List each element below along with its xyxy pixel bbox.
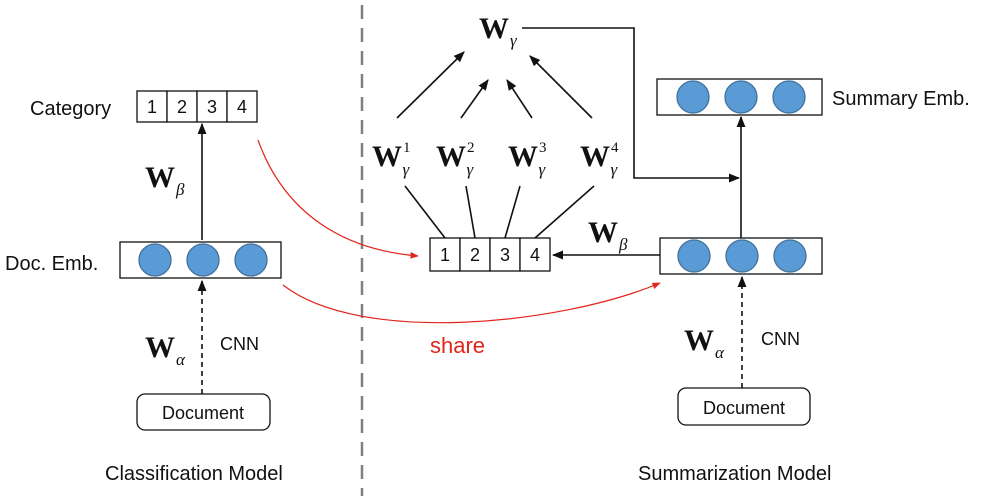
embedding-node	[725, 239, 759, 273]
category-cell-text: 3	[207, 97, 217, 117]
cnn-label-right: CNN	[761, 329, 800, 349]
embedding-node	[234, 243, 268, 277]
w-gamma-top: Wγ	[479, 12, 518, 50]
w-alpha-right: Wα	[684, 324, 725, 362]
share-arrow-embedding	[282, 282, 661, 324]
category-cell-text: 4	[530, 245, 540, 265]
category-vector-left: 1 2 3 4	[136, 90, 258, 123]
embedding-node	[677, 239, 711, 273]
embedding-node	[772, 80, 806, 114]
cnn-label-left: CNN	[220, 334, 259, 354]
classification-model-title: Classification Model	[105, 463, 283, 485]
expert1-to-wgamma-arrow	[396, 51, 465, 119]
embedding-node	[676, 80, 710, 114]
expert4-to-wgamma-arrow	[529, 55, 593, 119]
category-cell-text: 1	[147, 97, 157, 117]
embedding-node	[138, 243, 172, 277]
document-label-right: Document	[703, 398, 785, 418]
summary-emb-label: Summary Emb.	[832, 88, 970, 110]
cell3-to-expert3-line	[504, 185, 521, 239]
category-label: Category	[30, 98, 111, 120]
embedding-node	[724, 80, 758, 114]
w-alpha-left: Wα	[145, 331, 186, 369]
category-vector-middle: 1 2 3 4	[429, 237, 551, 272]
wgamma-to-summary-arrow	[522, 27, 741, 183]
category-cell	[136, 90, 168, 123]
category-cell	[166, 90, 198, 123]
expert3-to-wgamma-arrow	[506, 79, 533, 119]
category-cell-text: 2	[470, 245, 480, 265]
category-cell	[226, 90, 258, 123]
embedding-node	[186, 243, 220, 277]
summary-embedding	[656, 78, 823, 116]
category-cell-text: 2	[177, 97, 187, 117]
expert2-to-wgamma-arrow	[460, 79, 489, 119]
embedding-node	[773, 239, 807, 273]
cell4-to-expert4-line	[534, 185, 595, 239]
cell2-to-expert2-line	[465, 185, 476, 239]
document-label-left: Document	[162, 403, 244, 423]
category-cell-text: 4	[237, 97, 247, 117]
summarization-model-title: Summarization Model	[638, 463, 831, 485]
document-box-left	[136, 393, 271, 431]
document-box-right	[677, 387, 811, 426]
category-cell	[519, 237, 551, 272]
w-beta-left: Wβ	[145, 161, 185, 199]
cell1-to-expert1-line	[404, 185, 446, 239]
share-arrow-category	[257, 139, 419, 259]
category-cell-text: 1	[440, 245, 450, 265]
doc-embedding-right	[659, 237, 823, 275]
share-label: share	[430, 333, 485, 358]
doc-emb-label: Doc. Emb.	[5, 253, 98, 275]
w-beta-right: Wβ	[588, 216, 628, 254]
category-cell-text: 3	[500, 245, 510, 265]
doc-embedding-left	[119, 241, 282, 279]
category-cell	[489, 237, 521, 272]
